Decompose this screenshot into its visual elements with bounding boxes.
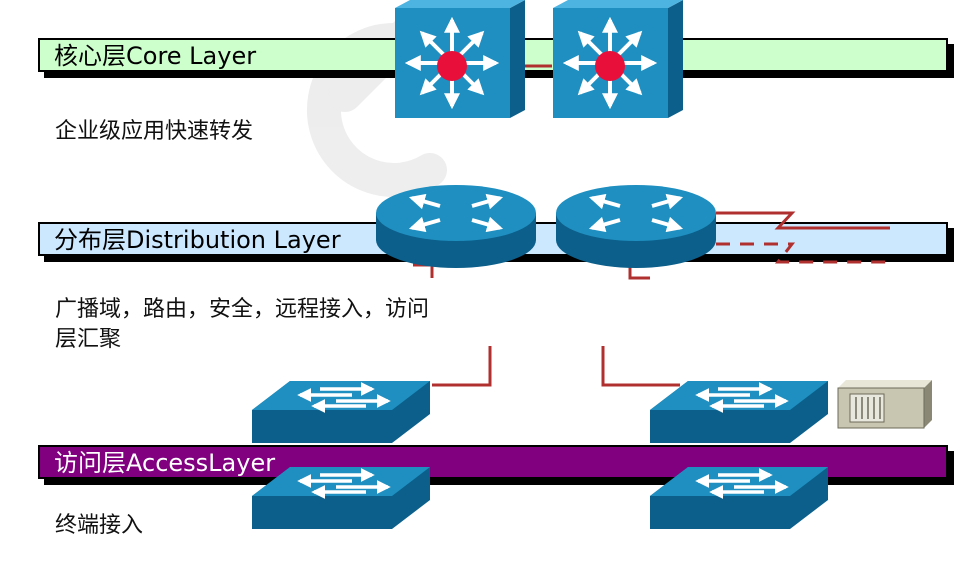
wan-link-2 xyxy=(716,242,890,264)
distribution-layer-description-line1: 广播域，路由，安全，远程接入，访问 xyxy=(55,297,430,322)
access-layer-description: 终端接入 xyxy=(55,513,144,538)
distribution-layer-description-line2: 层汇聚 xyxy=(55,327,122,352)
server-icon xyxy=(837,380,932,429)
core-layer-label: 核心层Core Layer xyxy=(54,42,257,70)
core-layer-description: 企业级应用快速转发 xyxy=(55,119,254,144)
access-switch-icon xyxy=(252,467,430,529)
wan-link-1 xyxy=(716,211,890,230)
access-switch-icon xyxy=(650,467,828,529)
distribution-layer-label: 分布层Distribution Layer xyxy=(54,226,341,254)
links xyxy=(413,64,890,387)
access-layer-label: 访问层AccessLayer xyxy=(54,449,276,477)
access-uplink-right xyxy=(601,346,680,387)
core-switch-icon xyxy=(553,0,683,118)
router-right-drop xyxy=(628,265,650,280)
access-switch-icon xyxy=(650,381,828,443)
router-left-drop xyxy=(413,263,434,278)
router-icon xyxy=(556,185,716,268)
router-icon xyxy=(376,185,536,268)
access-uplink-left xyxy=(432,346,492,387)
core-switch-icon xyxy=(395,0,525,118)
access-switch-icon xyxy=(252,381,430,443)
